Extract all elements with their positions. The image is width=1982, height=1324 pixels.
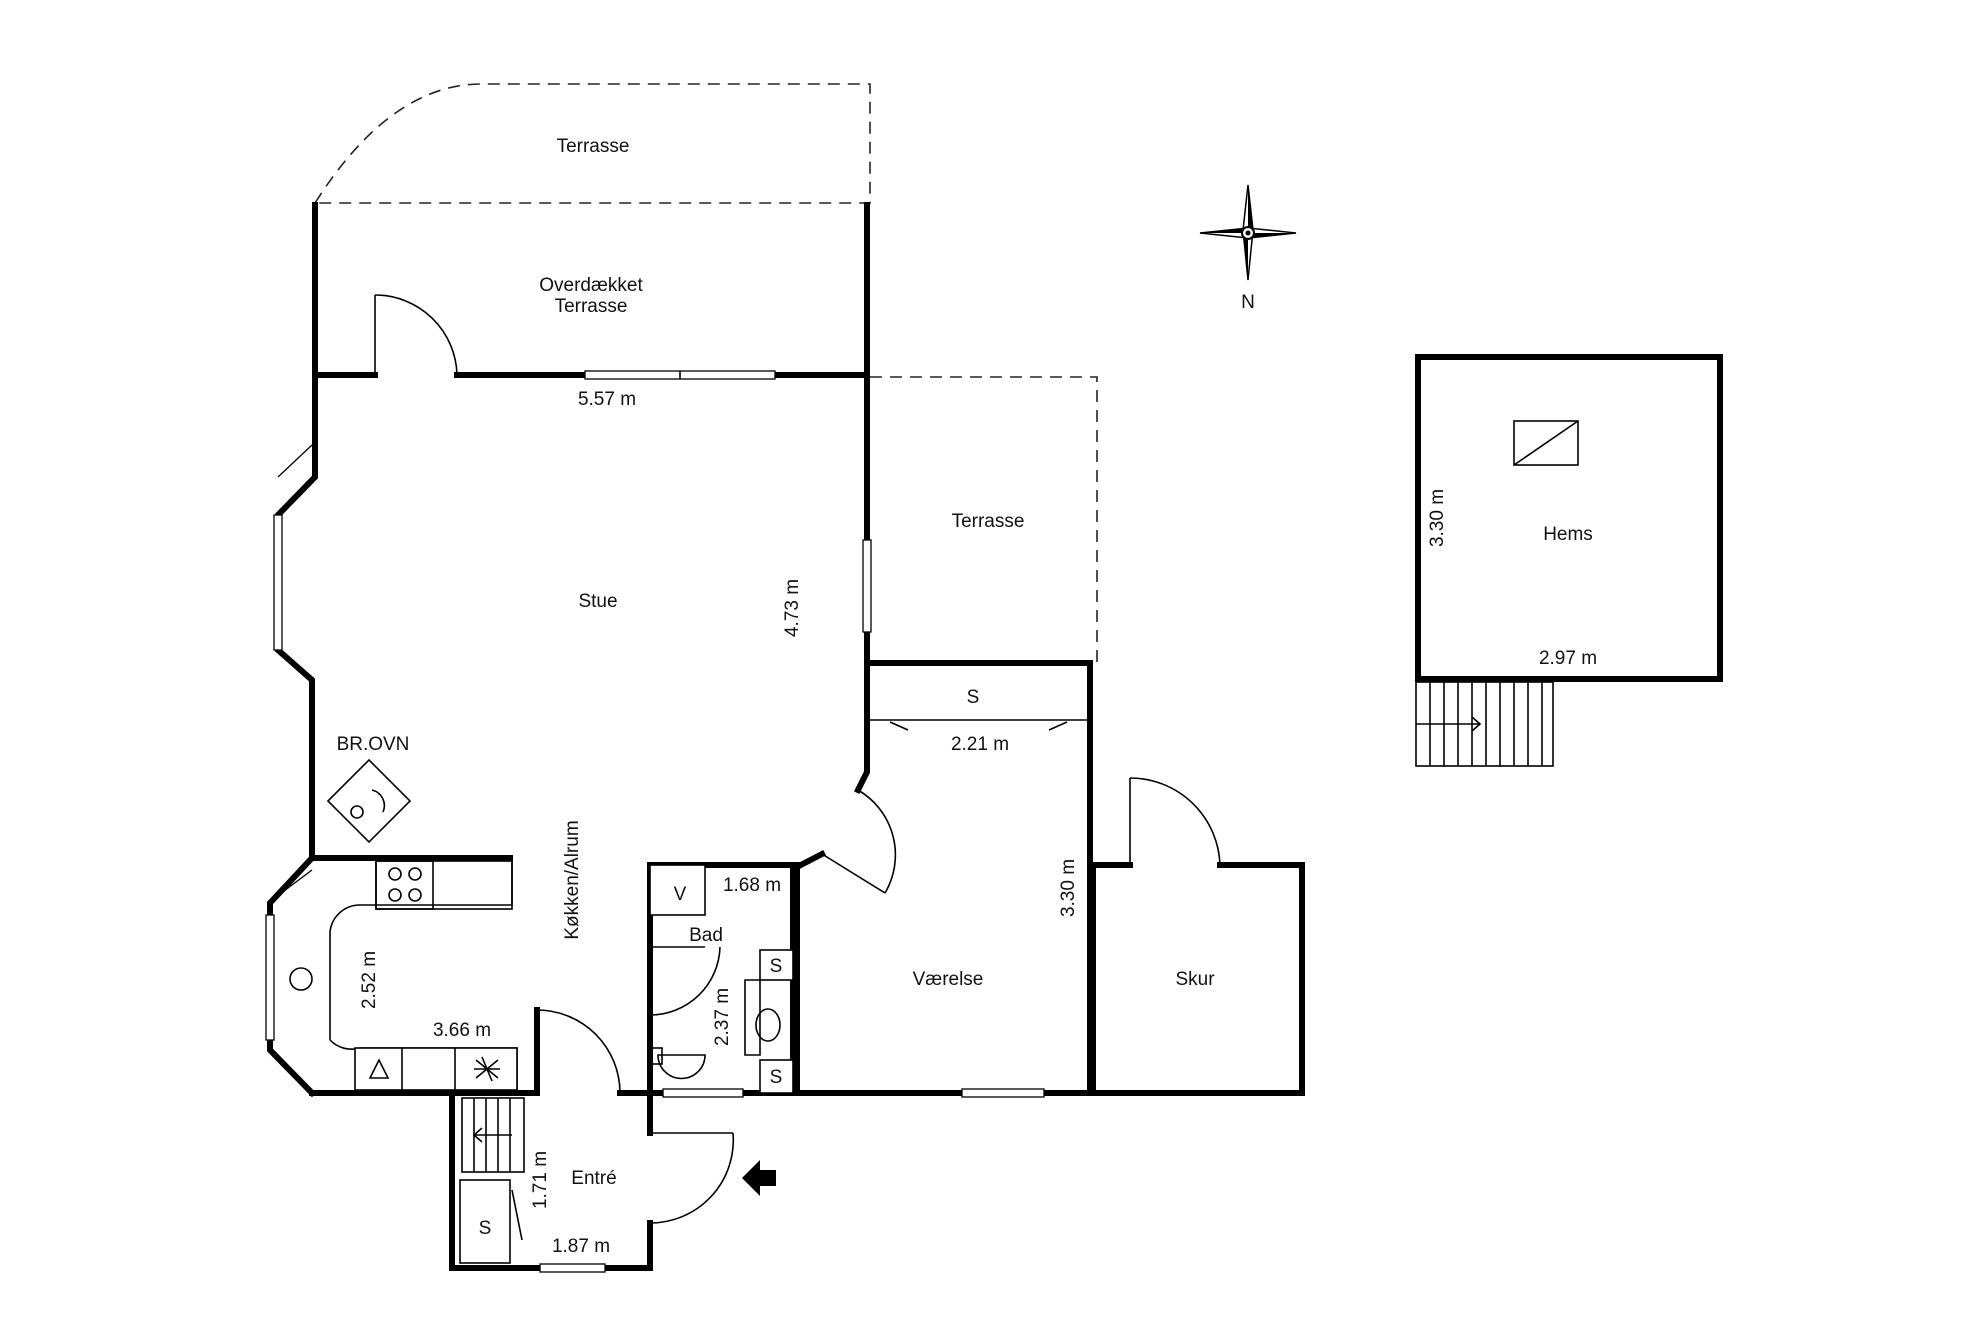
bath-s2-label: S (770, 1067, 783, 1088)
kitchen-sink (289, 967, 313, 991)
dim-living-depth: 4.73 m (782, 579, 803, 637)
room-label-covered-terrace-1: Overdækket (539, 275, 643, 296)
bath-v-label: V (674, 884, 687, 905)
room-label-stove: BR.OVN (337, 734, 410, 755)
dim-loft-width: 2.97 m (1539, 648, 1597, 669)
bath-fixtures (649, 864, 794, 1094)
windows (265, 370, 1045, 1273)
compass-north-label: N (1241, 292, 1255, 313)
doors (374, 294, 1221, 1224)
entry-s-label: S (479, 1218, 492, 1239)
dim-living-width: 5.57 m (578, 389, 636, 410)
room-label-kitchen: Køkken/Alrum (562, 820, 583, 939)
room-label-covered-terrace-2: Terrasse (555, 296, 628, 317)
bath-s1-label: S (770, 956, 783, 977)
dim-bath-width: 1.68 m (723, 875, 781, 896)
entrance-arrow-icon (742, 1160, 776, 1196)
loft-hatch (1513, 420, 1579, 466)
dim-entry-depth: 1.71 m (530, 1151, 551, 1209)
terrace-outlines (313, 83, 1098, 663)
dim-bath-depth: 2.37 m (712, 988, 733, 1046)
loft-stair (1415, 681, 1554, 767)
dimension-labels: 5.57 m 4.73 m 2.21 m 3.30 m 1.68 m 2.37 … (359, 389, 1597, 1257)
room-label-entry: Entré (571, 1168, 616, 1189)
room-label-bath: Bad (689, 925, 723, 946)
fixtures (289, 420, 1579, 1264)
room-label-loft: Hems (1543, 524, 1593, 545)
compass-rose-icon (1199, 184, 1297, 281)
dim-entry-width: 1.87 m (552, 1236, 610, 1257)
entry-stair (461, 1097, 525, 1173)
wood-stove (326, 758, 412, 844)
room-label-living: Stue (578, 591, 617, 612)
room-label-terrace-top: Terrasse (557, 136, 630, 157)
closet-s-label: S (967, 687, 980, 708)
room-label-bedroom: Værelse (913, 969, 984, 990)
dim-bedroom-width: 2.21 m (951, 734, 1009, 755)
dim-kitchen-width: 3.66 m (433, 1020, 491, 1041)
room-label-terrace-right: Terrasse (952, 511, 1025, 532)
dim-loft-depth: 3.30 m (1427, 489, 1448, 547)
dim-bedroom-depth: 3.30 m (1058, 859, 1079, 917)
dim-kitchen-depth: 2.52 m (359, 951, 380, 1009)
room-labels: Terrasse Overdækket Terrasse Terrasse St… (337, 136, 1593, 1239)
room-label-shed: Skur (1175, 969, 1215, 990)
cooktop (375, 860, 513, 910)
